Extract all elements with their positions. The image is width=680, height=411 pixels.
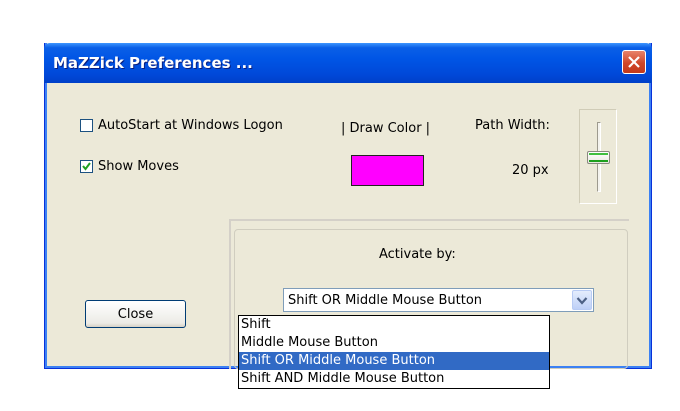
autostart-option[interactable]: AutoStart at Windows Logon [80,118,283,133]
chevron-down-icon [576,297,588,305]
dropdown-option[interactable]: Shift [241,317,271,332]
activate-select-value: Shift OR Middle Mouse Button [288,293,483,308]
activate-dropdown-list: Shift Middle Mouse Button Shift OR Middl… [238,315,550,389]
show-moves-checkbox[interactable] [80,160,93,173]
slider-thumb[interactable] [587,151,610,164]
title-bar[interactable]: MaZZick Preferences ... [44,43,652,83]
show-moves-label: Show Moves [98,159,179,174]
activate-by-label: Activate by: [379,247,456,262]
show-moves-option[interactable]: Show Moves [80,159,179,174]
path-width-value: 20 px [512,163,549,178]
close-button-label: Close [117,306,154,322]
preferences-dialog: MaZZick Preferences ... AutoStart at Win… [44,43,652,369]
path-width-slider[interactable] [579,109,617,204]
autostart-checkbox[interactable] [80,119,93,132]
dropdown-option-selected[interactable]: Shift OR Middle Mouse Button [239,352,549,370]
close-button[interactable]: Close [85,300,186,328]
close-window-button[interactable] [622,50,646,74]
close-icon [628,56,640,68]
activate-group-frame [229,219,629,369]
path-width-label: Path Width: [475,118,550,133]
checkmark-icon [82,162,91,171]
dropdown-option[interactable]: Shift AND Middle Mouse Button [241,371,445,386]
dropdown-option[interactable]: Middle Mouse Button [241,335,378,350]
activate-select[interactable]: Shift OR Middle Mouse Button [283,288,594,312]
dropdown-toggle[interactable] [572,290,592,310]
autostart-label: AutoStart at Windows Logon [98,118,283,133]
window-title: MaZZick Preferences ... [53,54,253,72]
draw-color-label: | Draw Color | [341,121,431,136]
draw-color-swatch[interactable] [351,155,424,186]
